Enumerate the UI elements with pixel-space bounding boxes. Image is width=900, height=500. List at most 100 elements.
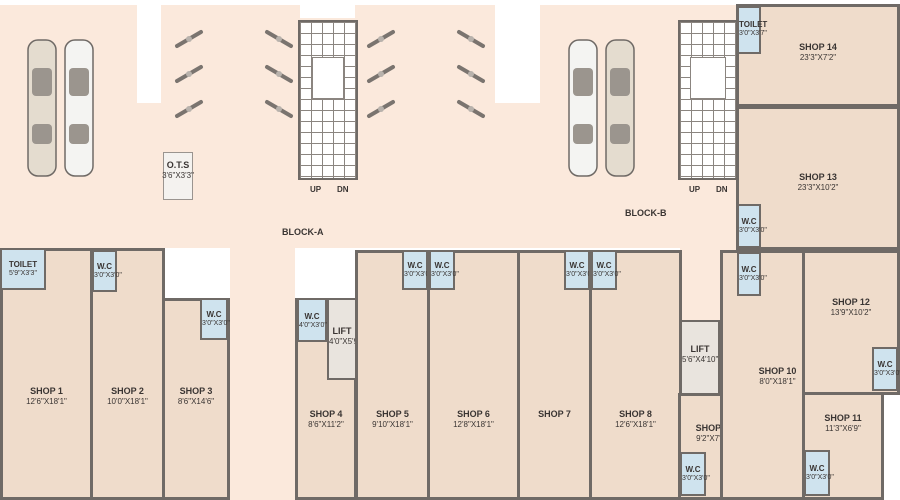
shop-dims: 9'10"X18'1" [372,420,413,430]
car-icon [64,39,94,177]
shop-6-label: SHOP 6 12'8"X18'1" [430,409,517,430]
bike-icon [457,30,485,48]
wc-4-label: W.C 3'0"X3'0" [404,261,432,280]
ots-label: O.T.S 3'6"X3'3" [160,160,196,181]
bike-icon [265,65,293,83]
notch [137,0,161,103]
wc-name: W.C [96,262,113,271]
wc-10: W.C 3'0"X3'0" [872,347,900,391]
ots-dims: 3'6"X3'3" [162,171,194,181]
shop-7: SHOP 7 [517,250,592,500]
block-a-label: BLOCK-A [282,227,324,237]
wc-6-label: W.C 3'0"X3'0" [566,261,594,280]
wc-8: W.C 3'0"X3'0" [680,452,710,496]
wc-dims: 3'0"X3'0" [739,275,767,282]
shop-name: SHOP 5 [376,409,409,419]
shop-name: SHOP 13 [799,172,837,182]
wc-10-label: W.C 3'0"X3'0" [874,360,900,379]
shop-name: SHOP 1 [30,386,63,396]
stair-a-up-label: UP [310,185,322,194]
shop-14-label: SHOP 14 23'3"X7'2" [739,42,897,63]
shop-name: SHOP 14 [799,42,837,52]
shop-2-label: SHOP 2 10'0"X18'1" [93,386,162,407]
shop-3-label: SHOP 3 8'6"X14'6" [165,386,227,407]
wc-name: W.C [685,465,701,474]
shop-6: SHOP 6 12'8"X18'1" [427,250,520,500]
wc-name: W.C [596,261,612,270]
shop-10: SHOP 10 8'0"X18'1" [720,250,805,500]
shop-13-label: SHOP 13 23'3"X10'2" [739,172,897,193]
wc-2-label: W.C 3'0"X3'0" [202,310,230,329]
shop-name: SHOP 9 [695,423,729,433]
bike-icon [457,100,485,118]
shop-dims: 8'6"X11'2" [308,420,344,430]
wc-name: W.C [407,261,423,270]
shop-dims: 13'9"X10'2" [830,308,872,318]
shop-name: SHOP 3 [179,386,213,396]
wc-7-label: W.C 3'0"X3'0" [593,261,621,280]
car-icon [27,39,57,177]
shop-name: SHOP 11 [824,413,862,423]
wc-dims: 4'0"X3'0" [299,322,327,329]
car-icon [568,39,598,177]
lift-b-label: LIFT 5'6"X4'10" [682,344,718,365]
wc-name: W.C [741,265,757,274]
wc-dims: 3'0"X3'0" [806,474,834,481]
wc-name: W.C [741,217,757,226]
stair-landing [312,57,344,99]
wc-8-label: W.C 3'0"X3'0" [682,465,710,484]
staircase-b [678,20,738,180]
shop-dims: 8'6"X14'6" [177,397,215,407]
bike-icon [367,30,395,48]
wc-11: W.C 3'0"X3'0" [737,204,767,248]
shop-dims: 12'8"X18'1" [453,420,494,430]
shop-13: SHOP 13 23'3"X10'2" [736,106,900,250]
shop-dims: 10'0"X18'1" [107,397,148,407]
shop-name: SHOP 12 [832,297,870,307]
shop-name: SHOP 2 [111,386,144,396]
staircase-a [298,20,358,180]
wc-9: W.C 3'0"X3'0" [804,450,834,496]
shop-10-label: SHOP 10 8'0"X18'1" [738,366,817,387]
toilet-name: TOILET [739,20,768,29]
stair-landing [690,57,726,99]
shop-12-label: SHOP 12 13'9"X10'2" [805,297,897,318]
wc-1-label: W.C 3'0"X3'0" [94,262,122,281]
shop-7-label: SHOP 7 [520,409,589,420]
shop-dims: 11'3"X6'9" [825,424,861,434]
bike-icon [457,65,485,83]
shop-dims: 12'6"X18'1" [615,420,656,430]
shop-5-label: SHOP 5 9'10"X18'1" [358,409,427,430]
shop-name: SHOP 8 [619,409,652,419]
shop-dims: 12'6"X18'1" [26,397,67,407]
shop-name: SHOP 4 [309,409,343,419]
wc-name: W.C [206,310,222,319]
bike-icon [367,100,395,118]
stair-b-up-label: UP [689,185,701,194]
lift-dims: 4'0"X5'9" [329,337,361,347]
toilet-dims: 5'9"X3'3" [9,270,37,277]
wc-name: W.C [877,360,893,369]
toilet-2-label: TOILET 3'0"X3'7" [739,20,768,39]
bike-icon [175,30,203,48]
wc-dims: 3'0"X3'0" [431,271,459,278]
shop-dims: 8'0"X18'1" [759,377,796,387]
wc-name: W.C [304,312,320,321]
wc-3: W.C 4'0"X3'0" [297,298,327,342]
toilet-1: TOILET 5'9"X3'3" [0,248,46,290]
car-icon [605,39,635,177]
wc-dims: 3'0"X3'0" [682,475,710,482]
wc-6: W.C 3'0"X3'0" [564,250,594,290]
toilet-dims: 3'0"X3'7" [739,30,767,37]
wc-7: W.C 3'0"X3'0" [591,250,621,290]
lift-b: LIFT 5'6"X4'10" [680,320,720,395]
shop-11-label: SHOP 11 11'3"X6'9" [805,413,881,434]
wc-dims: 3'0"X3'0" [202,320,230,327]
wc-dims: 3'0"X3'0" [739,227,767,234]
wc-12-label: W.C 3'0"X3'0" [739,265,767,284]
wc-9-label: W.C 3'0"X3'0" [806,464,834,483]
shop-dims: 23'3"X10'2" [797,183,839,193]
wc-dims: 3'0"X3'0" [874,370,900,377]
lift-a-label: LIFT 4'0"X5'9" [329,326,361,347]
